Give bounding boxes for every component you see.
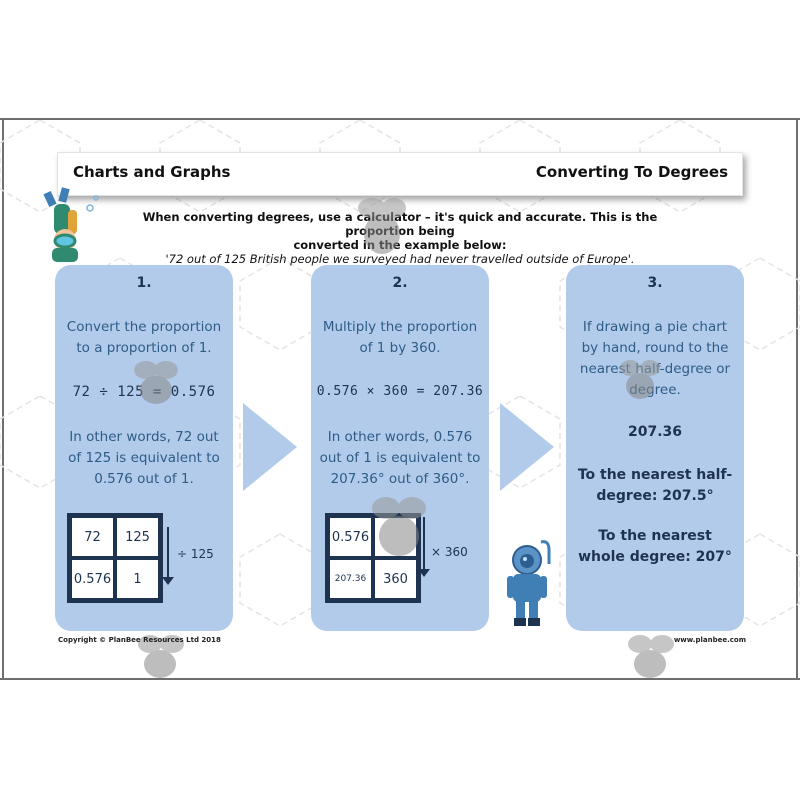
grid-operation: × 360 bbox=[431, 545, 468, 559]
copyright-text: Copyright © PlanBee Resources Ltd 2018 bbox=[58, 636, 221, 644]
bee-watermark-icon bbox=[138, 635, 184, 678]
bee-watermark-icon bbox=[134, 361, 178, 404]
grid-operation: ÷ 125 bbox=[177, 547, 214, 561]
step-instruction: Convert the proportion to a proportion o… bbox=[66, 319, 222, 356]
ratio-grid: 0.576 207.36 360 bbox=[325, 513, 421, 603]
grid-cell: 72 bbox=[70, 516, 115, 558]
grid-cell: 360 bbox=[373, 558, 418, 600]
step-number: 2. bbox=[392, 275, 408, 291]
deep-sea-diver-icon bbox=[507, 540, 551, 626]
step-card-2: 2. Multiply the proportion of 1 by 360. … bbox=[311, 265, 489, 631]
step-number: 1. bbox=[136, 275, 152, 291]
step-value: 207.36 bbox=[627, 424, 683, 440]
step-calculation: 0.576 × 360 = 207.36 bbox=[316, 384, 484, 399]
down-arrow-icon bbox=[418, 517, 430, 577]
bee-watermark-icon bbox=[628, 635, 674, 678]
down-arrow-icon bbox=[162, 527, 174, 585]
slide-frame bbox=[2, 120, 798, 678]
bee-watermark-icon bbox=[372, 497, 426, 556]
intro-line-2: converted in the example below: bbox=[293, 238, 507, 252]
grid-cell: 0.576 bbox=[328, 516, 373, 558]
topic-title: Charts and Graphs bbox=[73, 163, 231, 181]
whole-degree-result: To the nearest whole degree: 207° bbox=[578, 528, 732, 565]
scuba-diver-icon bbox=[43, 187, 99, 262]
ratio-grid: 72 125 0.576 1 bbox=[67, 513, 163, 603]
half-degree-result: To the nearest half-degree: 207.5° bbox=[577, 467, 733, 504]
grid-cell: 207.36 bbox=[328, 558, 373, 600]
step-card-1: 1. Convert the proportion to a proportio… bbox=[55, 265, 233, 631]
chevron-right-icon bbox=[243, 403, 297, 491]
step-explanation: In other words, 72 out of 125 is equival… bbox=[68, 429, 220, 487]
grid-cell: 125 bbox=[115, 516, 160, 558]
step-number: 3. bbox=[647, 275, 663, 291]
intro-text: When converting degrees, use a calculato… bbox=[110, 210, 690, 266]
website-text: www.planbee.com bbox=[673, 636, 746, 644]
step-instruction: Multiply the proportion of 1 by 360. bbox=[322, 319, 478, 356]
chevron-right-icon bbox=[500, 403, 554, 491]
worksheet-slide: Charts and Graphs Converting To Degrees … bbox=[0, 118, 800, 680]
bee-watermark-icon bbox=[620, 360, 660, 399]
lesson-title: Converting To Degrees bbox=[535, 163, 728, 181]
grid-cell: 0.576 bbox=[70, 558, 115, 600]
bee-watermark-icon bbox=[358, 198, 406, 254]
grid-cell: 1 bbox=[115, 558, 160, 600]
intro-example: '72 out of 125 British people we surveye… bbox=[165, 252, 635, 266]
title-bar: Charts and Graphs Converting To Degrees bbox=[57, 152, 743, 196]
step-card-3: 3. If drawing a pie chart by hand, round… bbox=[566, 265, 744, 631]
step-explanation: In other words, 0.576 out of 1 is equiva… bbox=[319, 429, 481, 487]
